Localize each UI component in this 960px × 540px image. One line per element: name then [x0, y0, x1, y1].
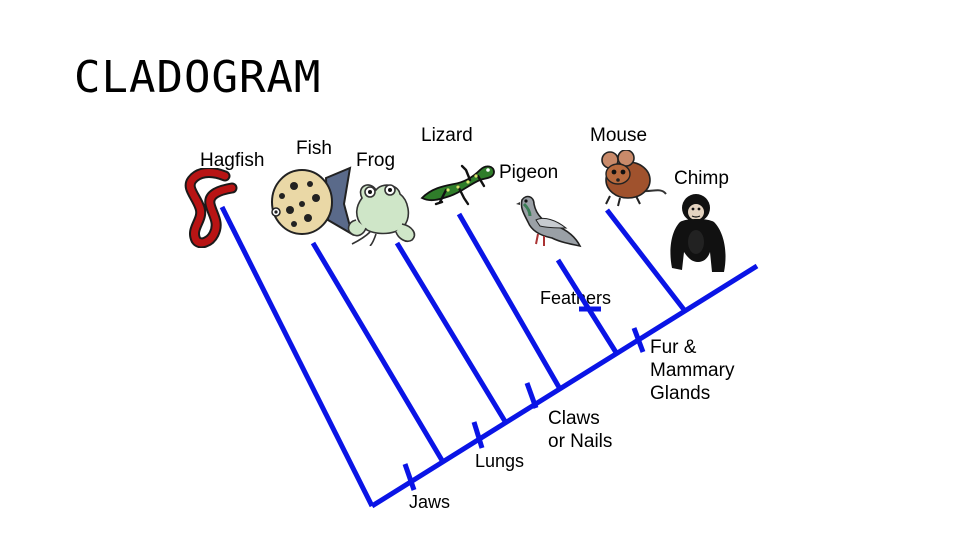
- trait-label-fur-line3: Glands: [650, 383, 711, 404]
- trait-label-claws-line2: or Nails: [548, 431, 613, 452]
- trait-label-claws-line1: Claws: [548, 408, 600, 429]
- trait-label-claws: Claws or Nails: [548, 407, 612, 453]
- tick-lungs: [471, 421, 485, 449]
- lizard-icon: [420, 164, 495, 206]
- label-mouse: Mouse: [590, 125, 648, 146]
- trait-label-fur-line2: Mammary: [650, 360, 735, 381]
- frog-icon: [347, 184, 416, 246]
- slide-title: CLADOGRAM: [74, 52, 322, 103]
- trait-label-fur: Fur & Mammary Glands: [650, 336, 734, 405]
- label-pigeon: Pigeon: [499, 162, 559, 183]
- hagfish-icon: [184, 168, 238, 248]
- branch-frog: [394, 241, 509, 425]
- tick-claws: [524, 382, 539, 409]
- main-trunk-line: [370, 263, 759, 509]
- tick-jaws: [402, 463, 417, 491]
- pigeon-icon: [516, 195, 582, 248]
- label-lizard: Lizard: [421, 125, 473, 146]
- chimp-icon: [670, 194, 726, 272]
- fish-icon: [271, 166, 354, 237]
- trait-label-feathers: Feathers: [540, 288, 612, 308]
- branch-fish: [310, 241, 446, 464]
- trait-label-lungs: Lungs: [475, 451, 525, 471]
- branch-mouse: [605, 208, 687, 313]
- label-chimp: Chimp: [674, 168, 729, 189]
- trait-label-jaws: Jaws: [409, 492, 451, 512]
- mouse-icon: [601, 150, 667, 207]
- label-frog: Frog: [356, 150, 396, 171]
- label-hagfish: Hagfish: [200, 150, 265, 171]
- trait-label-fur-line1: Fur &: [650, 337, 697, 358]
- branch-lizard: [456, 212, 563, 391]
- label-fish: Fish: [296, 138, 332, 159]
- branch-hagfish: [219, 205, 375, 508]
- tick-fur: [631, 327, 646, 353]
